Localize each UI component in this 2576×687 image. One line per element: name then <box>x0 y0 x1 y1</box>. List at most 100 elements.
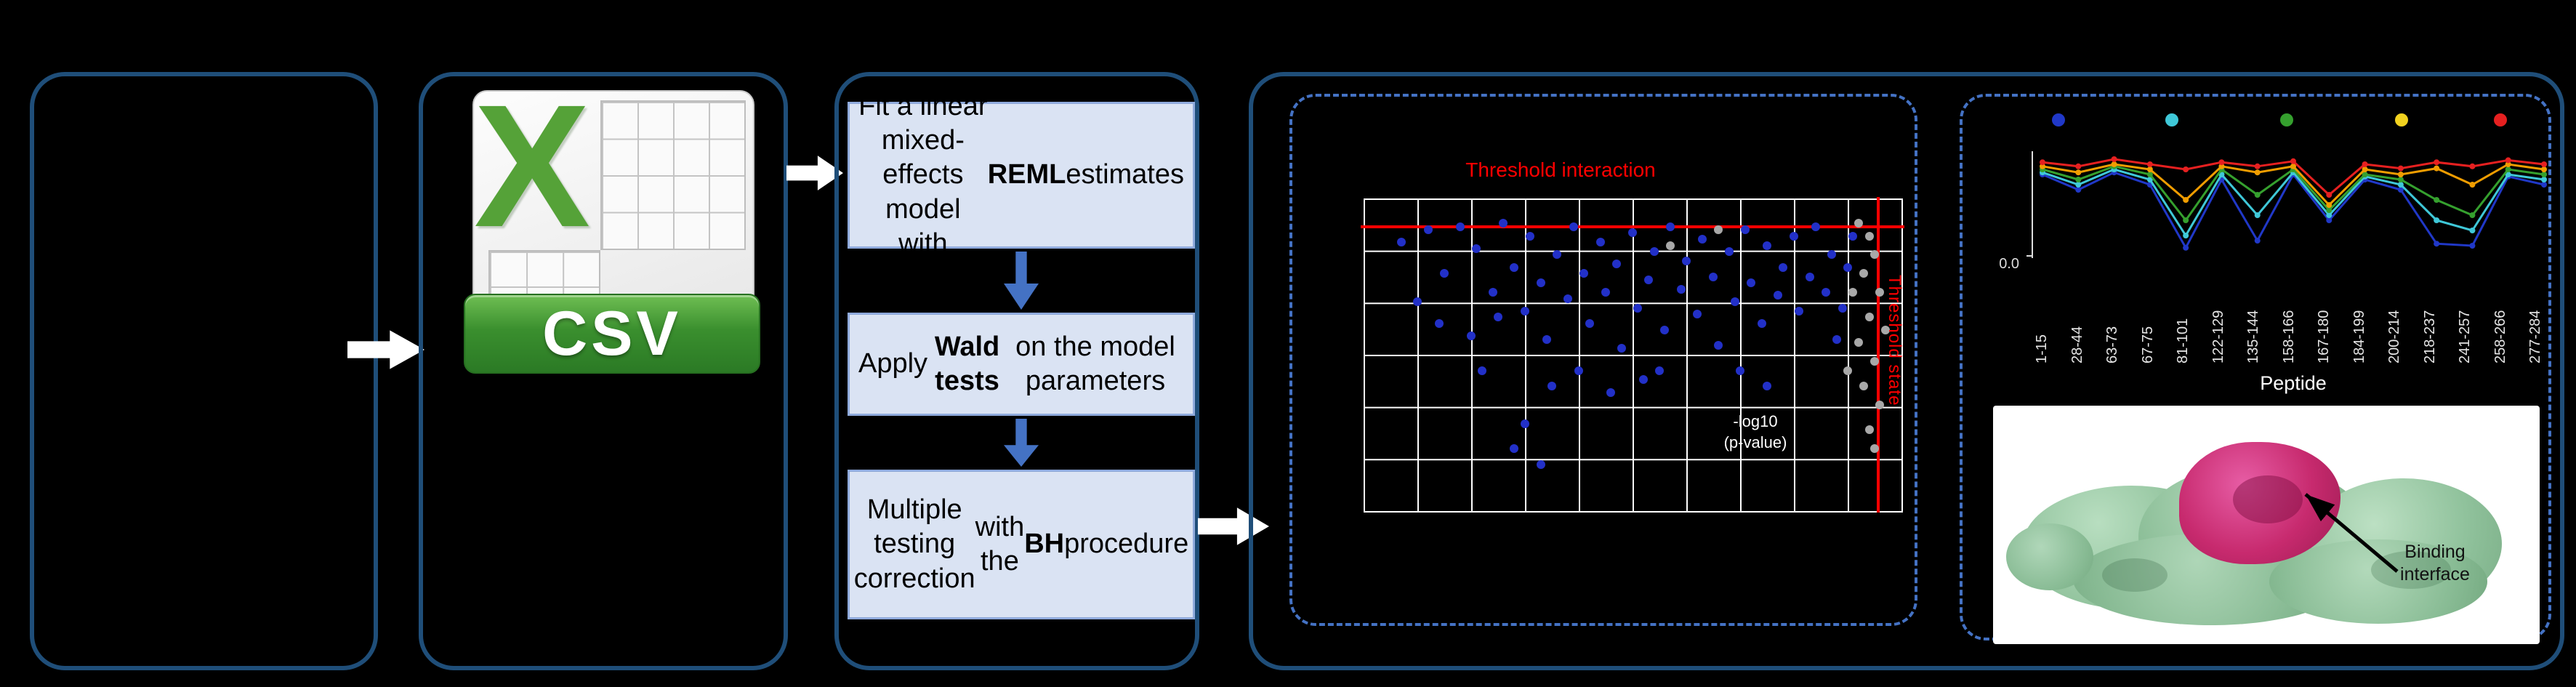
scatter-point <box>1843 366 1852 375</box>
peptide-tick-label: 218-237 <box>2421 310 2438 363</box>
threshold-interaction-label: Threshold interaction <box>1465 158 1656 181</box>
scatter-point <box>1822 288 1831 297</box>
step-text-bold: REML <box>987 159 1066 190</box>
scatter-point <box>1579 269 1589 278</box>
scatter-point <box>1526 231 1535 241</box>
scatter-point <box>1440 269 1449 278</box>
threshold-state-label: Threshold state <box>1885 275 1904 406</box>
binding-interface-label: Binding interface <box>2400 542 2470 584</box>
peptide-tick-label: 122-129 <box>2210 310 2226 363</box>
scatter-point <box>1714 341 1723 350</box>
scatter-point <box>1698 234 1707 244</box>
scatter-point <box>1660 325 1670 334</box>
uptake-series-point <box>2040 159 2045 166</box>
step-text-bold: Wald tests <box>934 331 1000 396</box>
step-text: with the <box>975 511 1025 576</box>
scatter-points-layer <box>1364 198 1901 511</box>
scatter-point <box>1773 291 1782 300</box>
uptake-series-point <box>2075 182 2082 188</box>
uptake-series-point <box>2183 166 2189 172</box>
scatter-point <box>1676 284 1686 294</box>
scatter-point <box>1853 337 1863 347</box>
scatter-point <box>1741 225 1750 234</box>
uptake-series-point <box>2183 244 2189 251</box>
scatter-point <box>1585 319 1594 328</box>
csv-grid <box>600 100 746 250</box>
peptide-axis-label: Peptide <box>2260 372 2327 394</box>
scatter-point <box>1736 366 1744 375</box>
csv-banner: CSV <box>464 294 760 374</box>
peptide-tick-label: 258-266 <box>2492 310 2508 363</box>
uptake-series-point <box>2146 166 2153 172</box>
uptake-series-point <box>2326 217 2333 223</box>
uptake-chart <box>2026 151 2547 258</box>
panel-results <box>1249 72 2564 670</box>
step-text: Fit a linear mixed-effects model with <box>858 91 988 259</box>
uptake-series-point <box>2146 161 2153 167</box>
uptake-series-point <box>2146 177 2153 182</box>
step-box-reml: Fit a linear mixed-effects model with RE… <box>848 91 1195 259</box>
uptake-series-point <box>2254 238 2261 244</box>
peptide-tick-label: 28-44 <box>2069 326 2085 363</box>
uptake-series-point <box>2541 182 2547 188</box>
scatter-point <box>1574 366 1583 375</box>
uptake-series-point <box>2397 182 2404 188</box>
scatter-point <box>1692 310 1702 319</box>
peptide-tick-label: 135-144 <box>2245 310 2261 363</box>
scatter-point <box>1547 382 1556 390</box>
uptake-series-point <box>2290 163 2296 169</box>
scatter-point <box>1542 334 1551 344</box>
uptake-series-point <box>2469 163 2476 169</box>
y-tick-label: 0.0 <box>1999 256 2019 272</box>
scatter-point <box>1859 382 1869 390</box>
scatter-point <box>1633 303 1643 313</box>
scatter-point <box>1628 228 1637 238</box>
scatter-point <box>1521 306 1529 316</box>
scatter-point <box>1859 269 1869 278</box>
scatter-point <box>1477 366 1486 375</box>
uptake-series-point <box>2111 161 2117 167</box>
uptake-series-point <box>2397 187 2404 193</box>
threshold-line-vertical <box>1876 197 1880 513</box>
uptake-series-point <box>2505 157 2511 164</box>
scatter-point <box>1665 241 1675 250</box>
uptake-series-point <box>2434 165 2440 172</box>
scatter-point <box>1413 297 1422 306</box>
uptake-series-point <box>2505 161 2511 167</box>
uptake-series-point <box>2254 192 2261 198</box>
uptake-series-point <box>2434 217 2440 223</box>
csv-file-icon: X CSV <box>464 79 760 374</box>
panel-statistical-pipeline <box>834 72 1199 670</box>
scatter-point <box>1757 319 1766 328</box>
panel-input <box>30 72 378 670</box>
scatter-point <box>1563 294 1573 303</box>
scatter-point <box>1843 262 1852 272</box>
uptake-series-point <box>2111 156 2117 162</box>
uptake-series-point <box>2397 172 2404 177</box>
scatter-point <box>1569 222 1578 231</box>
scatter-point <box>1644 275 1654 284</box>
protein-structure-image: Binding interface <box>1993 406 2540 644</box>
uptake-series-point <box>2541 161 2547 167</box>
scatter-plot <box>1361 197 1904 513</box>
uptake-series-point <box>2254 169 2261 176</box>
uptake-series-point <box>2326 207 2333 213</box>
scatter-point <box>1617 344 1627 353</box>
scatter-point <box>1714 225 1723 234</box>
step-text: on the model parameters <box>1015 331 1175 396</box>
uptake-series-point <box>2183 217 2189 223</box>
scatter-point <box>1434 319 1444 328</box>
peptide-tick-label: 1-15 <box>2034 334 2050 363</box>
excel-x-icon: X <box>473 68 591 263</box>
uptake-series-point <box>2326 212 2333 218</box>
scatter-point <box>1510 262 1519 272</box>
step-text: Multiple testing correction <box>853 494 975 594</box>
step-text: Apply <box>858 348 928 379</box>
scatter-point <box>1848 231 1858 241</box>
peptide-tick-label: 67-75 <box>2139 326 2156 363</box>
uptake-series-point <box>2218 163 2225 169</box>
scatter-point <box>1730 297 1739 306</box>
legend-dot-icon <box>2165 113 2178 126</box>
legend-dot-icon <box>2395 113 2409 126</box>
